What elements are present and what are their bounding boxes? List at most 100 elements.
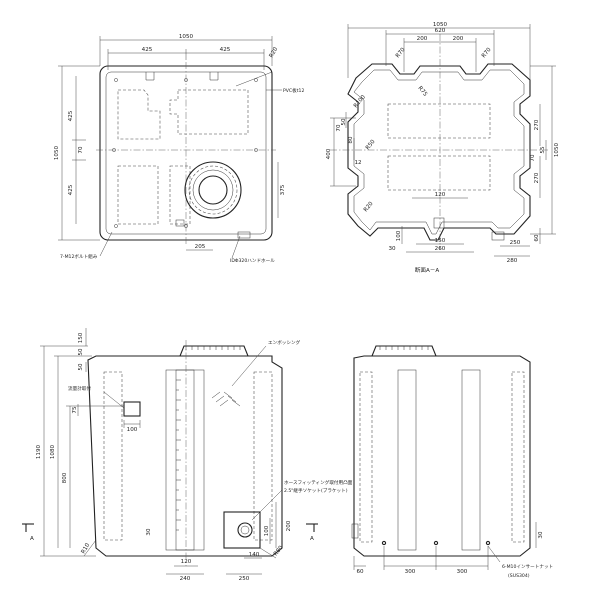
front-section-mark-right: A [310,536,314,542]
section-dim-top-left: 200 [417,36,428,42]
front-view: A A 150 50 50 1190 1080 800 75 100 30 R1… [22,328,353,582]
section-dim-r-top-b: R70 [481,47,493,60]
front-dim-240: 240 [180,576,191,582]
section-caption: 断面A－A [415,266,440,274]
hand-hole [184,161,242,219]
front-drain-box [223,511,261,549]
top-dim-left-upper: 425 [68,110,74,121]
top-dim-left-lower: 425 [68,184,74,195]
front-dim-75: 75 [72,406,78,414]
front-embossing [211,391,241,407]
side-lid-ribs [379,346,429,350]
top-dim-half-right: 425 [220,47,231,53]
top-view: 1050 425 425 R20 1050 425 70 425 375 205… [54,34,304,264]
section-dimensions [330,24,556,257]
section-dim-bottom-260: 260 [435,246,446,252]
top-dim-half-left: 425 [142,47,153,53]
section-inner [353,69,525,235]
front-dim-30: 30 [146,528,152,536]
front-section-markers [22,523,318,532]
section-fitting [433,217,445,229]
front-panel-right [253,371,273,541]
top-outlet [237,231,251,239]
recess-top-left [117,89,161,140]
front-gauge-ticks [176,379,181,531]
top-ribs [145,72,219,81]
top-label-bolts: 7-M12ボルト組み [60,253,98,260]
section-dim-right-1050: 1050 [554,142,560,157]
front-lid-ribs [185,346,241,350]
side-rib-1 [397,369,417,551]
side-panel-left [359,371,373,543]
top-dim-height: 1050 [54,145,60,160]
front-dim-1080: 1080 [50,444,56,459]
front-dim-250: 250 [239,576,250,582]
side-fitting [351,523,359,539]
section-dim-bottom-100: 100 [396,230,402,241]
section-dim-left-12: 12 [354,160,361,166]
front-dim-100: 100 [127,427,138,433]
top-dim-hatch-offset: 205 [195,244,206,250]
section-dim-right-270-bot: 270 [534,172,540,183]
front-drain-port [237,522,253,538]
side-panel-right [511,371,525,543]
top-outlet-small [175,219,185,227]
front-panel-left [103,371,123,541]
front-dim-800: 800 [62,472,68,483]
front-gauge-frame [165,369,205,551]
section-dim-width: 1050 [433,22,448,28]
front-section-mark-left: A [30,536,34,542]
front-label-lid: エンボッシング [268,339,301,346]
front-drain-port-inner [240,525,250,535]
front-label-drain-2: 2.5"継手ソケット(ブラケット) [284,487,348,494]
section-dim-r-lower: R20 [363,201,375,214]
side-dim-30: 30 [538,531,544,539]
side-label-insert-2: (SUS304) [508,573,530,579]
section-recess-upper [387,103,491,139]
top-label-hand-hole: IDΦ320ハンドホール [230,258,275,264]
top-dim-left-mid: 70 [78,146,84,154]
section-dim-top-inner: 620 [435,28,446,34]
front-label-inlet: 流量計取付 [68,385,91,392]
section-dim-r-top-c: R75 [416,85,428,98]
front-dim-140: 140 [249,552,260,558]
recess-bottom-mid [169,165,191,225]
side-dim-300a: 300 [405,569,416,575]
section-outlet [491,231,505,241]
front-dim-1190: 1190 [36,444,42,459]
section-dim-bottom-120: 120 [435,192,446,198]
front-dimensions [40,328,283,575]
front-inlet [123,401,141,417]
section-dim-right-55: 55 [540,146,546,154]
front-dim-150: 150 [78,332,84,343]
front-outline [87,355,283,557]
front-dim-r10: R10 [81,542,92,555]
side-outline [353,355,531,557]
front-dim-200: 200 [286,520,292,531]
side-view: 60 300 300 30 6-M10インサートナット (SUS304) [351,345,553,579]
front-dim-100b: 100 [264,525,270,536]
top-dim-width: 1050 [179,34,194,40]
side-dim-300b: 300 [457,569,468,575]
front-dim-120: 120 [181,559,192,565]
front-dim-50a: 50 [78,348,84,356]
section-dim-right-60: 60 [534,234,540,242]
top-dim-corner-r: R20 [269,46,280,59]
top-dimensions [58,36,282,259]
section-dim-left-400: 400 [326,148,332,159]
top-label-pvc: PVC板t12 [283,87,304,94]
front-dim-r80: R80 [273,545,285,558]
front-lid [179,345,249,357]
section-recess-lower [387,155,491,191]
section-dim-left-80: 80 [348,136,354,144]
section-dim-left-70: 70 [336,124,342,132]
front-label-drain-1: ホースフィッティング取付用凸面 [284,479,353,486]
section-dim-bottom-30: 30 [388,246,396,252]
bolt-holes [112,78,258,228]
section-view: 1050 620 200 200 R70 R70 R75 R100 50 70 … [326,22,560,274]
front-dim-50b: 50 [78,363,84,371]
side-label-insert-1: 6-M10インサートナット [502,564,553,570]
side-dimensions [353,522,537,570]
section-dim-right-250: 250 [510,240,521,246]
